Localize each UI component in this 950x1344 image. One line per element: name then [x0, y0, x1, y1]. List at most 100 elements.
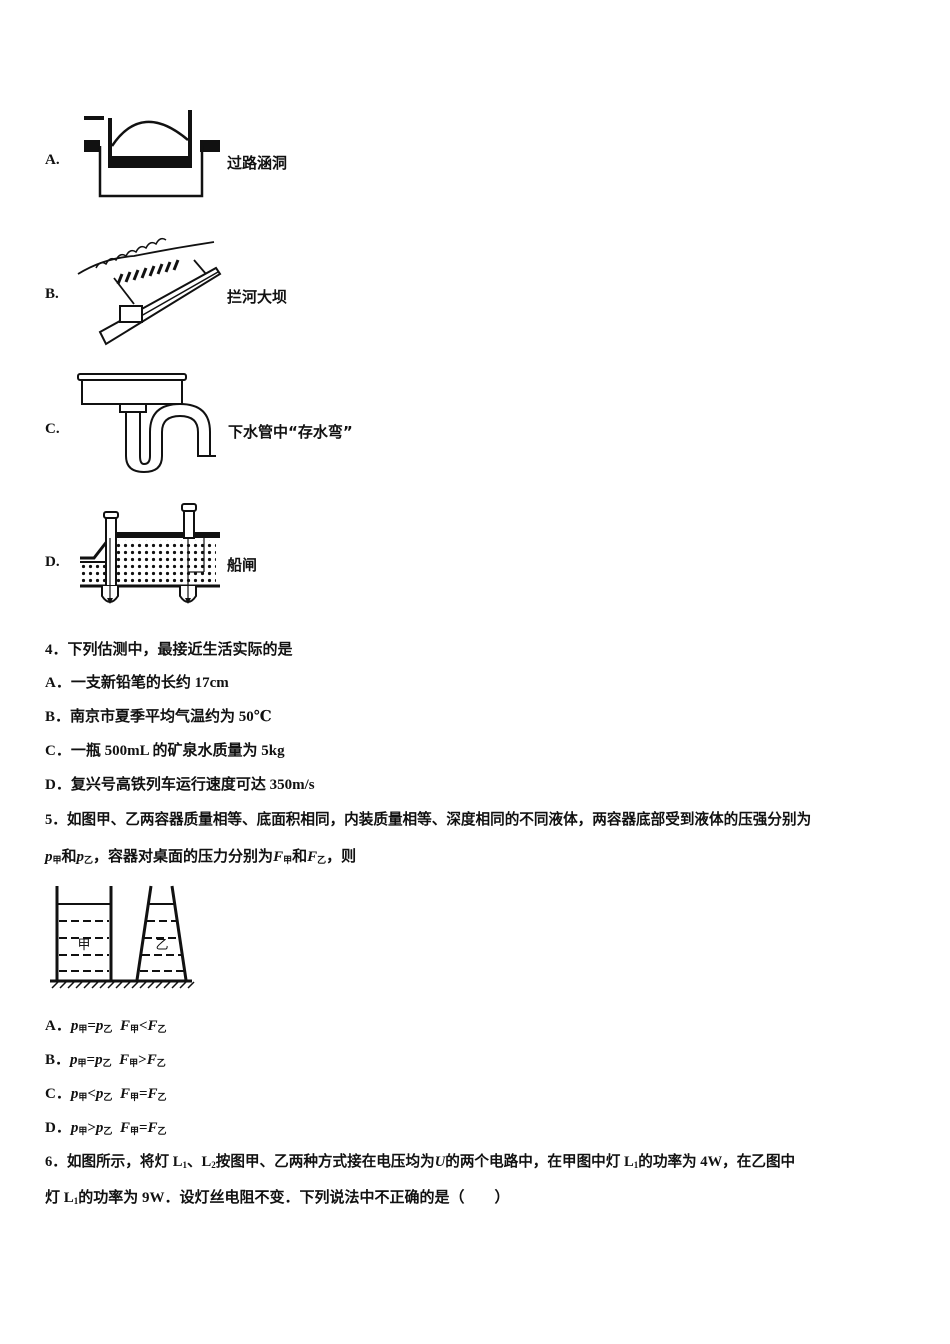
symbol-F: F	[146, 1052, 157, 1068]
label-yi: 乙	[155, 937, 168, 952]
subscript-yi: 乙	[317, 855, 327, 865]
option-b-caption: 拦河大坝	[227, 288, 288, 306]
force-relation: =	[138, 1086, 148, 1102]
text: 的功率为 4W，在乙图中	[638, 1154, 796, 1170]
subscript-jia: 甲	[78, 1126, 88, 1136]
sink-drain-trap-diagram	[77, 373, 216, 474]
symbol-F: F	[307, 849, 318, 865]
subscript-jia: 甲	[52, 855, 62, 865]
symbol-U: U	[434, 1154, 446, 1170]
option-letter: D．	[45, 1120, 71, 1136]
subscript-2: 2	[211, 1160, 216, 1170]
subscript-yi: 乙	[103, 1126, 113, 1136]
subscript-yi: 乙	[157, 1126, 167, 1136]
road-culvert-diagram	[84, 110, 220, 198]
q5-stem-line1: 5．如图甲、乙两容器质量相等、底面积相同，内装质量相等、深度相同的不同液体，两容…	[45, 812, 812, 828]
q4-option-a: A．一支新铅笔的长约 17cm	[45, 671, 229, 692]
option-d-caption: 船闸	[227, 556, 258, 574]
text-and: 和	[292, 849, 308, 865]
two-containers-diagram: 甲 乙	[50, 885, 195, 989]
symbol-F: F	[119, 1120, 130, 1136]
text: 的功率为 9W．设灯丝电阻不变．下列说法中不正确的是（ ）	[78, 1190, 510, 1206]
option-b-letter: B.	[45, 286, 59, 302]
subscript-jia: 甲	[77, 1058, 87, 1068]
subscript-jia: 甲	[129, 1092, 139, 1102]
text: 灯 L	[45, 1190, 74, 1206]
subscript-yi: 乙	[156, 1058, 166, 1068]
force-relation: <	[138, 1018, 148, 1034]
symbol-p: p	[45, 849, 53, 865]
option-letter: C．	[45, 743, 71, 759]
option-d-letter: D.	[45, 554, 60, 570]
subscript-jia: 甲	[78, 1024, 88, 1034]
subscript-yi: 乙	[157, 1092, 167, 1102]
pressure-relation: <	[87, 1086, 96, 1102]
pressure-relation: =	[87, 1018, 96, 1034]
q5-option-b: B．p甲=p乙 F甲>F乙	[45, 1048, 166, 1069]
text-end: ，则	[326, 849, 357, 865]
option-a-letter: A.	[45, 152, 60, 168]
symbol-F: F	[119, 1052, 130, 1068]
q5-option-d: D．p甲>p乙 F甲=F乙	[45, 1116, 167, 1137]
subscript-yi: 乙	[157, 1024, 167, 1034]
symbol-p: p	[95, 1052, 103, 1068]
subscript-1: 1	[633, 1160, 639, 1170]
ship-lock-diagram	[80, 503, 220, 604]
q5-option-c: C．p甲<p乙 F甲=F乙	[45, 1082, 167, 1103]
subscript-jia: 甲	[129, 1126, 139, 1136]
q4-option-c: C．一瓶 500mL 的矿泉水质量为 5kg	[45, 739, 285, 760]
symbol-p: p	[70, 1086, 79, 1102]
q4-stem: 4．下列估测中，最接近生活实际的是	[45, 642, 293, 658]
subscript-jia: 甲	[283, 855, 293, 865]
option-text: 一瓶 500mL 的矿泉水质量为 5kg	[70, 743, 285, 759]
subscript-1: 1	[182, 1160, 187, 1170]
symbol-F: F	[147, 1120, 158, 1136]
symbol-F: F	[119, 1086, 130, 1102]
subscript-yi: 乙	[103, 1092, 113, 1102]
option-letter: C．	[45, 1086, 71, 1102]
option-text: 复兴号高铁列车运行速度可达 350m/s	[70, 777, 315, 793]
symbol-p: p	[70, 1120, 79, 1136]
symbol-p: p	[95, 1018, 104, 1034]
option-letter: B．	[45, 1052, 71, 1068]
option-c-letter: C.	[45, 421, 60, 437]
option-letter: B．	[45, 709, 71, 725]
text: 6．如图所示，将灯 L	[45, 1154, 183, 1170]
subscript-jia: 甲	[78, 1092, 88, 1102]
q6-stem-line2: 灯 L1的功率为 9W．设灯丝电阻不变．下列说法中不正确的是（ ）	[45, 1186, 510, 1207]
text-and: 和	[61, 849, 77, 865]
symbol-p: p	[70, 1052, 78, 1068]
subscript-jia: 甲	[129, 1058, 139, 1068]
q6-stem-line1: 6．如图所示，将灯 L1、L2按图甲、乙两种方式接在电压均为U的两个电路中，在甲…	[45, 1150, 795, 1171]
text: 按图甲、乙两种方式接在电压均为	[215, 1154, 435, 1170]
option-text: 南京市夏季平均气温约为 50℃	[70, 709, 272, 725]
symbol-F: F	[147, 1086, 158, 1102]
option-letter: A．	[45, 675, 71, 691]
text-mid: ，容器对桌面的压力分别为	[93, 849, 274, 865]
river-dam-diagram	[77, 237, 222, 346]
subscript-1: 1	[73, 1196, 79, 1206]
option-text: 一支新铅笔的长约 17cm	[70, 675, 229, 691]
symbol-F: F	[273, 849, 284, 865]
pressure-relation: =	[86, 1052, 96, 1068]
symbol-F: F	[119, 1018, 130, 1034]
option-letter: A．	[45, 1018, 71, 1034]
force-relation: =	[138, 1120, 148, 1136]
force-relation: >	[138, 1052, 147, 1068]
subscript-yi: 乙	[102, 1058, 112, 1068]
q4-option-d: D．复兴号高铁列车运行速度可达 350m/s	[45, 773, 315, 794]
q5-option-a: A．p甲=p乙 F甲<F乙	[45, 1014, 167, 1035]
text: 的两个电路中，在甲图中灯 L	[445, 1154, 634, 1170]
pressure-relation: >	[87, 1120, 96, 1136]
subscript-yi: 乙	[84, 855, 94, 865]
symbol-p: p	[95, 1086, 104, 1102]
symbol-F: F	[147, 1018, 158, 1034]
symbol-p: p	[76, 849, 85, 865]
option-letter: D．	[45, 777, 71, 793]
q4-option-b: B．南京市夏季平均气温约为 50℃	[45, 705, 272, 726]
option-a-caption: 过路涵洞	[227, 154, 288, 172]
symbol-p: p	[95, 1120, 104, 1136]
label-jia: 甲	[77, 937, 90, 952]
option-c-caption: 下水管中“存水弯”	[228, 423, 353, 441]
symbol-p: p	[70, 1018, 79, 1034]
